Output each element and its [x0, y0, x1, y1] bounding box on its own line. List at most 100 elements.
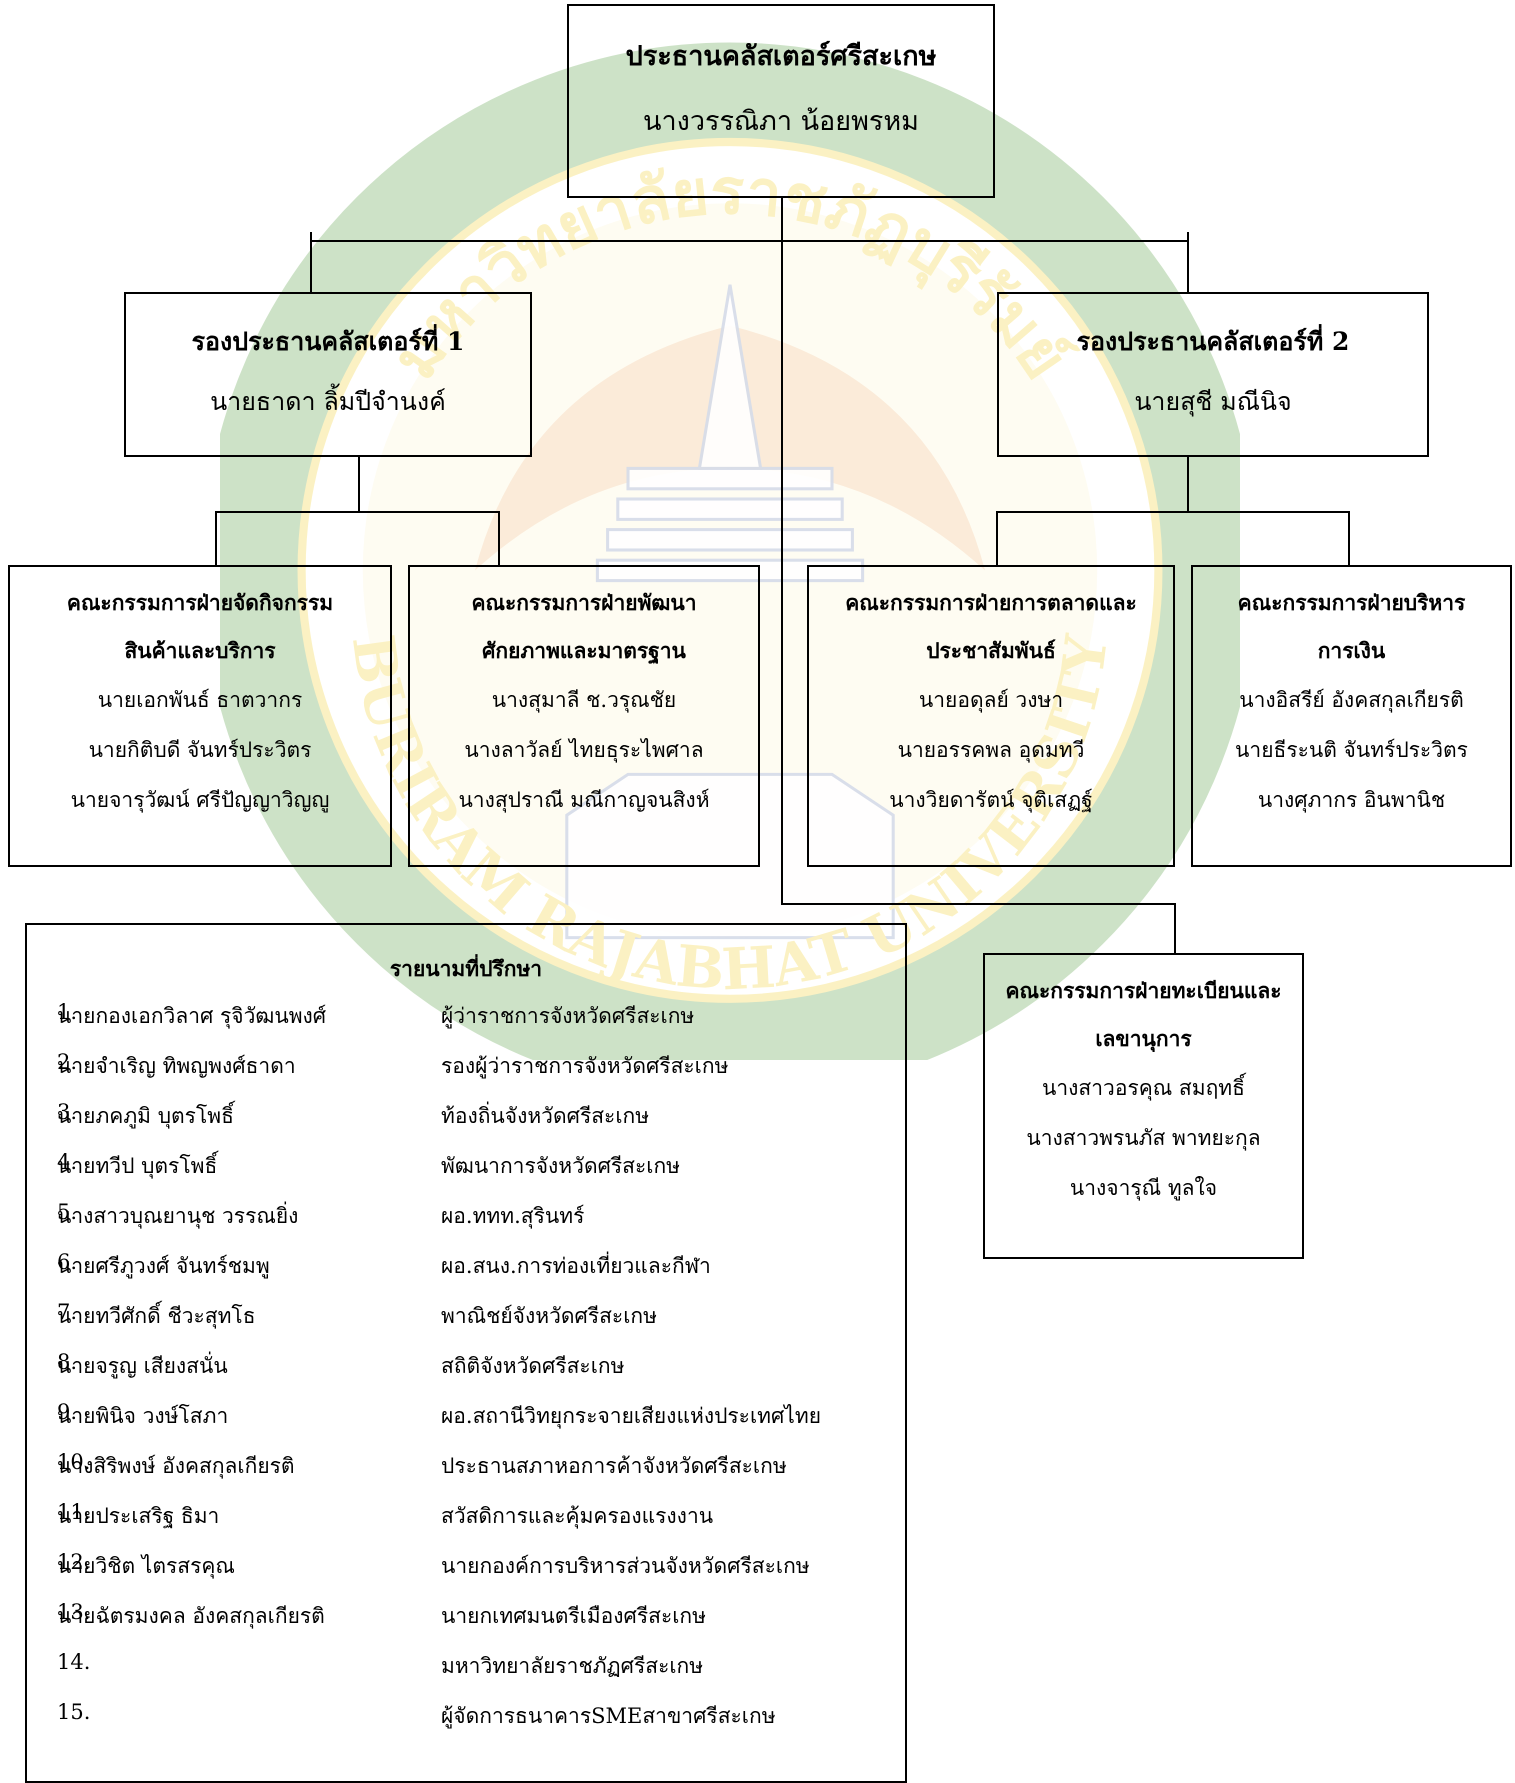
advisor-position: ผู้จัดการธนาคารSMEสาขาศรีสะเกษ	[441, 1704, 776, 1728]
advisor-row: 5.นางสาวบุณยานุช วรรณยิ่ง ผอ.ททท.สุรินทร์	[57, 1200, 584, 1230]
committee-box-4: คณะกรรมการฝ่ายบริหารการเงิน นางอิสรีย์ อ…	[1191, 565, 1512, 867]
advisor-row: 9.นายพินิจ วงษ์โสภา ผอ.สถานีวิทยุกระจายเส…	[57, 1400, 821, 1430]
committee-box-2: คณะกรรมการฝ่ายพัฒนาศักยภาพและมาตรฐาน นาง…	[408, 565, 760, 867]
advisor-position: สวัสดิการและคุ้มครองแรงงาน	[441, 1504, 714, 1528]
advisor-name: นายจำเริญ ทิพญพงศ์ธาดา	[57, 1054, 296, 1078]
committee-member: นางสาวพรนภัส พาทยะกุล	[1026, 1126, 1261, 1150]
committee-member: นางอิสรีย์ อังคสกุลเกียรติ	[1239, 688, 1464, 712]
advisor-row: 6.นายศรีภูวงศ์ จันทร์ชมพู ผอ.สนง.การท่องเ…	[57, 1250, 711, 1280]
vp2-title: รองประธานคลัสเตอร์ที่ 2	[1076, 327, 1350, 356]
advisor-number: 1.	[57, 1000, 78, 1024]
advisor-row: 11.นายประเสริฐ ธิมาสวัสดิการและคุ้มครองแ…	[57, 1500, 713, 1530]
line-vp1-down	[358, 456, 360, 512]
advisor-number: 14.	[57, 1650, 91, 1674]
committee-title-line: การเงิน	[1317, 638, 1386, 663]
line-branch-c1	[215, 511, 217, 566]
vp2-box: รองประธานคลัสเตอร์ที่ 2 นายสุชี มณีนิจ	[997, 292, 1429, 457]
line-president-down	[781, 196, 783, 904]
advisor-number: 12.	[57, 1550, 91, 1574]
committee-box-3: คณะกรรมการฝ่ายการตลาดและประชาสัมพันธ์ นา…	[807, 565, 1175, 867]
advisor-row: 4.นายทวีป บุตรโพธิ์ พัฒนาการจังหวัดศรีสะเ…	[57, 1150, 680, 1180]
advisor-position: ผอ.สนง.การท่องเที่ยวและกีฬา	[441, 1254, 711, 1278]
committee-member: นางจารุณี ทูลใจ	[1069, 1176, 1218, 1200]
advisor-name: นายศรีภูวงศ์ จันทร์ชมพู	[57, 1254, 270, 1278]
committee-title-line: คณะกรรมการฝ่ายจัดกิจกรรม	[66, 590, 334, 615]
line-vp2-branch	[996, 511, 1350, 513]
advisor-position: นายกเทศมนตรีเมืองศรีสะเกษ	[441, 1604, 706, 1628]
line-branch-c2	[498, 511, 500, 566]
advisor-position: ผอ.ททท.สุรินทร์	[441, 1204, 585, 1228]
registration-committee-box: คณะกรรมการฝ่ายทะเบียนและเลขานุการ นางสาว…	[983, 953, 1304, 1259]
advisor-number: 15.	[57, 1700, 91, 1724]
advisor-number: 3.	[57, 1100, 78, 1124]
advisor-number: 4.	[57, 1150, 78, 1174]
committee-member: นางลาวัลย์ ไทยธุระไพศาล	[464, 738, 704, 762]
advisor-number: 5.	[57, 1200, 78, 1224]
advisor-position: สถิติจังหวัดศรีสะเกษ	[441, 1354, 625, 1378]
committee-member: นายกิติบดี จันทร์ประวิตร	[88, 738, 312, 762]
vp1-title: รองประธานคลัสเตอร์ที่ 1	[191, 327, 465, 356]
line-registration-h	[781, 903, 1176, 905]
advisor-position: มหาวิทยาลัยราชภัฏศรีสะเกษ	[441, 1654, 704, 1678]
advisor-name: นายภคภูมิ บุตรโพธิ์	[57, 1104, 234, 1128]
advisor-position: ประธานสภาหอการค้าจังหวัดศรีสะเกษ	[441, 1454, 787, 1478]
advisor-number: 2.	[57, 1050, 78, 1074]
line-vp-horizontal	[310, 240, 1189, 242]
advisors-box: รายนามที่ปรึกษา 1.นายกองเอกวิลาศ รุจิวัฒ…	[25, 923, 907, 1783]
committee-member: นายอรรคพล อุดมทวี	[897, 738, 1085, 762]
committee-title-line: คณะกรรมการฝ่ายบริหาร	[1237, 590, 1466, 615]
president-title: ประธานคลัสเตอร์ศรีสะเกษ	[625, 41, 937, 72]
advisor-number: 11.	[57, 1500, 91, 1524]
advisor-row: 1.นายกองเอกวิลาศ รุจิวัฒนพงศ์ผู้ว่าราชกา…	[57, 1000, 694, 1030]
vp2-name: นายสุชี มณีนิจ	[1134, 387, 1292, 416]
committee-member: นางสาวอรคุณ สมฤทธิ์	[1042, 1076, 1245, 1100]
advisor-name: นายทวีป บุตรโพธิ์	[57, 1154, 218, 1178]
advisor-position: พาณิชย์จังหวัดศรีสะเกษ	[441, 1304, 657, 1328]
advisor-position: พัฒนาการจังหวัดศรีสะเกษ	[441, 1154, 681, 1178]
line-vp2-down	[1187, 456, 1189, 512]
committee-member: นางศุภากร อินพานิช	[1257, 788, 1446, 812]
committee-member: นางวิยดารัตน์ จุติเสฏฐ์	[889, 788, 1093, 812]
committee-title-line: เลขานุการ	[1095, 1026, 1192, 1051]
advisor-name: นายฉัตรมงคล อังคสกุลเกียรติ	[57, 1604, 325, 1628]
advisor-row: 3.นายภคภูมิ บุตรโพธิ์ท้องถิ่นจังหวัดศรีส…	[57, 1100, 649, 1130]
committee-member: นางสุปราณี มณีกาญจนสิงห์	[458, 788, 710, 812]
advisor-row: 7.นายทวีศักดิ์ ชีวะสุทโธพาณิชย์จังหวัดศร…	[57, 1300, 657, 1330]
advisor-position: ผู้ว่าราชการจังหวัดศรีสะเกษ	[441, 1004, 695, 1028]
advisor-name: นายวิชิต ไตรสรคุณ	[57, 1554, 235, 1578]
line-branch-c3	[996, 511, 998, 566]
committee-title-line: ประชาสัมพันธ์	[926, 638, 1056, 663]
advisor-row: 2.นายจำเริญ ทิพญพงศ์ธาดา รองผู้ว่าราชการจ…	[57, 1050, 728, 1080]
advisor-number: 13.	[57, 1600, 91, 1624]
committee-title-line: สินค้าและบริการ	[124, 638, 276, 663]
advisor-name: นางสิริพงษ์ อังคสกุลเกียรติ	[57, 1454, 295, 1478]
advisor-number: 6.	[57, 1250, 78, 1274]
president-box: ประธานคลัสเตอร์ศรีสะเกษ นางวรรณิภา น้อยพ…	[567, 4, 995, 198]
committee-member: นายธีระนติ จันทร์ประวิตร	[1235, 738, 1468, 762]
advisor-row: 10.นางสิริพงษ์ อังคสกุลเกียรติ ประธานสภาห…	[57, 1450, 787, 1480]
advisor-name: นายทวีศักดิ์ ชีวะสุทโธ	[57, 1304, 256, 1328]
line-tick-left	[310, 232, 312, 292]
committee-title-line: ศักยภาพและมาตรฐาน	[482, 638, 686, 663]
line-registration-v	[1174, 903, 1176, 953]
advisor-position: รองผู้ว่าราชการจังหวัดศรีสะเกษ	[441, 1054, 729, 1078]
committee-title-line: คณะกรรมการฝ่ายพัฒนา	[471, 590, 697, 615]
advisor-number: 10.	[57, 1450, 91, 1474]
committee-title-line: คณะกรรมการฝ่ายการตลาดและ	[845, 590, 1137, 615]
advisor-position: ผอ.สถานีวิทยุกระจายเสียงแห่งประเทศไทย	[441, 1404, 822, 1428]
line-branch-c4	[1348, 511, 1350, 566]
committee-member: นายเอกพันธ์ ธาตวากร	[97, 688, 303, 712]
vp1-box: รองประธานคลัสเตอร์ที่ 1 นายธาดา ลิ้มปีจำ…	[124, 292, 532, 457]
president-name: นางวรรณิภา น้อยพรหม	[643, 106, 919, 137]
advisor-row: 13.นายฉัตรมงคล อังคสกุลเกียรติ นายกเทศมนต…	[57, 1600, 706, 1630]
advisor-position: นายกองค์การบริหารส่วนจังหวัดศรีสะเกษ	[441, 1554, 810, 1578]
advisors-title: รายนามที่ปรึกษา	[389, 956, 543, 981]
advisor-row: 8.นายจรูญ เสียงสนั่นสถิติจังหวัดศรีสะเกษ	[57, 1350, 624, 1380]
advisor-number: 9.	[57, 1400, 78, 1424]
advisor-name: นายพินิจ วงษ์โสภา	[57, 1404, 229, 1428]
committee-title-line: คณะกรรมการฝ่ายทะเบียนและ	[1005, 978, 1282, 1003]
advisor-row: 12.นายวิชิต ไตรสรคุณ นายกองค์การบริหารส่ว…	[57, 1550, 810, 1580]
advisor-number: 8.	[57, 1350, 78, 1374]
committee-box-1: คณะกรรมการฝ่ายจัดกิจกรรมสินค้าและบริการ …	[8, 565, 392, 867]
advisor-name: นางสาวบุณยานุช วรรณยิ่ง	[57, 1204, 299, 1228]
